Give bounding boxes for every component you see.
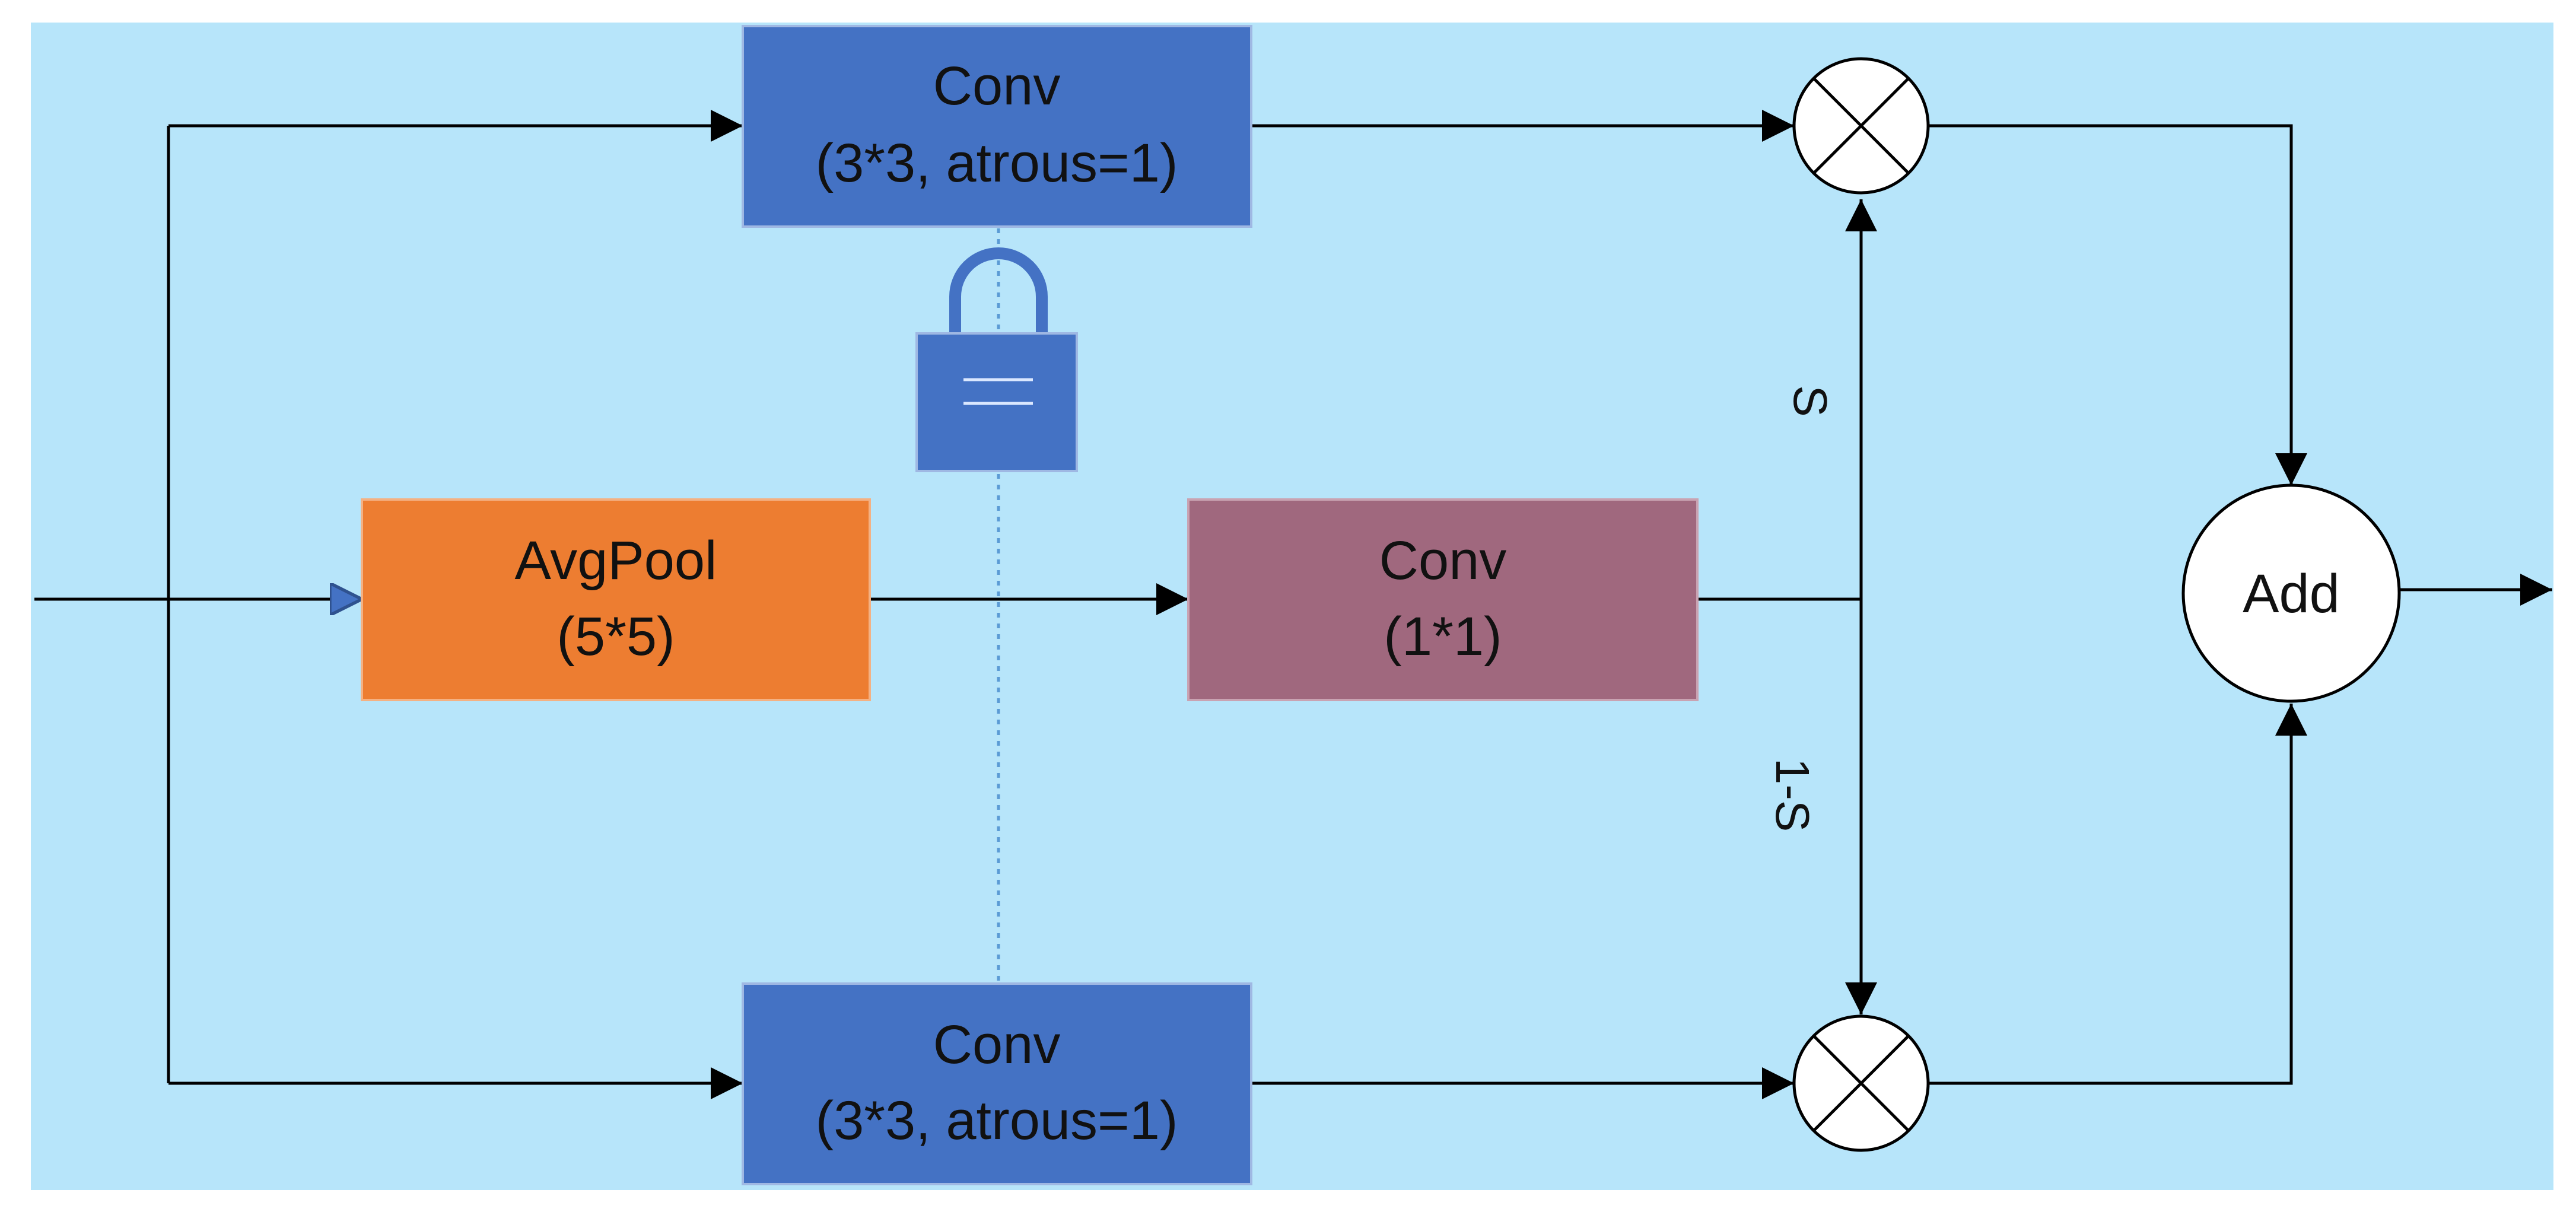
conv-bottom-params: (3*3, atrous=1) bbox=[815, 1090, 1178, 1151]
one-minus-s-label: 1-S bbox=[1766, 758, 1819, 832]
conv-top-params: (3*3, atrous=1) bbox=[815, 133, 1178, 193]
multiply-bottom-to-add-arrow bbox=[1928, 704, 2307, 1085]
multiply-icon bbox=[1812, 1035, 1910, 1132]
conv-mid-label: Conv bbox=[1379, 530, 1507, 591]
multiply-bottom-node[interactable] bbox=[1792, 1014, 1930, 1152]
avgpool-label: AvgPool bbox=[514, 530, 717, 591]
lock-icon bbox=[915, 247, 1078, 472]
avgpool-params: (5*5) bbox=[556, 606, 675, 667]
conv-bottom-label: Conv bbox=[933, 1014, 1061, 1075]
conv-top-label: Conv bbox=[933, 56, 1061, 116]
multiply-top-node[interactable] bbox=[1792, 57, 1930, 195]
add-label: Add bbox=[2243, 564, 2340, 624]
multiply-icon bbox=[1812, 77, 1910, 174]
conv-bottom-block[interactable]: Conv (3*3, atrous=1) bbox=[742, 982, 1252, 1185]
s-label: S bbox=[1784, 385, 1837, 416]
conv-mid-block[interactable]: Conv (1*1) bbox=[1187, 498, 1699, 701]
avgpool-block[interactable]: AvgPool (5*5) bbox=[361, 498, 871, 701]
conv-mid-params: (1*1) bbox=[1384, 606, 1502, 667]
add-node[interactable]: Add bbox=[2181, 483, 2401, 703]
multiply-top-to-add-arrow bbox=[1928, 124, 2307, 485]
conv-top-block[interactable]: Conv (3*3, atrous=1) bbox=[742, 25, 1252, 228]
